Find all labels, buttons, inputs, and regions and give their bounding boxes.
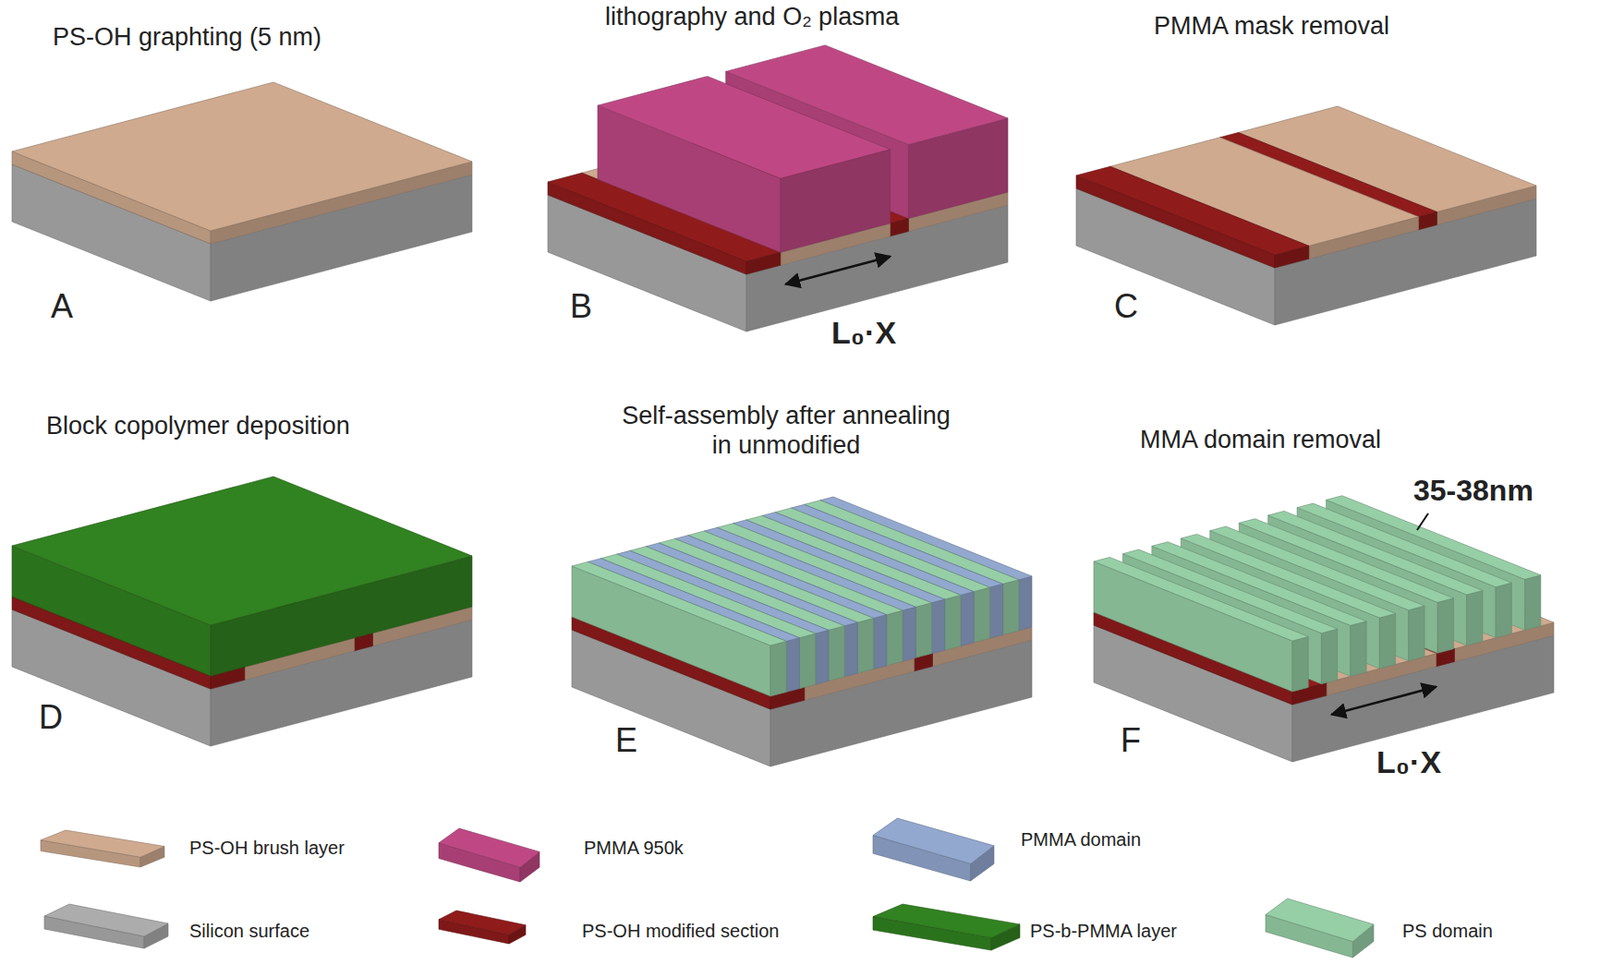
- face: [989, 583, 1003, 639]
- ps-domain: [571, 561, 787, 697]
- pmma-mask: [597, 76, 891, 254]
- legend-label: PS-b-PMMA layer: [1030, 921, 1177, 943]
- swatch-face: [44, 904, 169, 937]
- face: [12, 476, 473, 626]
- face: [1437, 598, 1454, 655]
- face: [1350, 621, 1367, 678]
- brush-layer: [12, 82, 473, 244]
- step-title: Block copolymer deposition: [46, 411, 351, 441]
- block-copolymer-layer: [12, 476, 473, 677]
- face: [799, 633, 815, 690]
- face: [1379, 613, 1395, 669]
- face: [915, 603, 932, 659]
- face: [815, 630, 829, 685]
- face: [960, 592, 974, 647]
- step-title: lithography and O₂ plasma: [605, 1, 899, 32]
- face: [1018, 576, 1032, 631]
- leader-line: [1417, 513, 1429, 531]
- swatch-face: [872, 904, 1020, 938]
- swatch-face: [872, 818, 994, 864]
- panel-letter: F: [1120, 720, 1141, 761]
- panel-d: [12, 476, 473, 747]
- face: [945, 594, 961, 651]
- face: [1003, 580, 1019, 636]
- ps-domain: [1093, 557, 1309, 692]
- legend-label: Silicon surface: [189, 921, 310, 943]
- face: [597, 76, 891, 180]
- legend-label: PMMA domain: [1020, 829, 1141, 851]
- panel-f: [1093, 496, 1554, 763]
- step-title: PMMA mask removal: [1153, 11, 1390, 41]
- face: [902, 606, 916, 662]
- legend-swatch: [438, 827, 541, 884]
- dimension-label: 35-38nm: [1413, 472, 1534, 509]
- face: [886, 610, 903, 667]
- legend-swatch: [1265, 897, 1375, 959]
- face: [786, 638, 800, 693]
- panel-letter: D: [38, 697, 63, 738]
- panel-letter: E: [615, 720, 638, 761]
- swatch-face: [438, 910, 526, 935]
- panel-a: [12, 82, 473, 302]
- panel-c: [1076, 106, 1537, 326]
- panel-b: [547, 45, 1008, 332]
- dimension-label: L₀·X: [1376, 743, 1442, 782]
- step-title: MMA domain removal: [1139, 424, 1382, 455]
- legend-label: PS-OH brush layer: [189, 837, 345, 860]
- panel-letter: B: [569, 286, 593, 327]
- face: [857, 618, 873, 674]
- step-title: PS-OH graphting (5 nm): [52, 22, 322, 52]
- step-title: Self-assembly after annealing in unmodif…: [619, 400, 953, 461]
- face: [12, 82, 473, 231]
- swatch-face: [40, 830, 165, 858]
- face: [873, 615, 887, 670]
- face: [1525, 575, 1541, 631]
- panel-e: [571, 496, 1032, 767]
- dimension-label: L₀·X: [831, 314, 897, 352]
- face: [828, 626, 845, 682]
- legend-swatch: [438, 909, 527, 946]
- legend-swatch: [872, 817, 995, 883]
- face: [1292, 636, 1309, 692]
- dimension-arrow: [1331, 687, 1436, 716]
- legend-swatch: [44, 903, 170, 950]
- panel-letter: A: [50, 286, 73, 327]
- face: [1093, 557, 1309, 642]
- face: [571, 561, 787, 646]
- legend-label: PS domain: [1402, 921, 1493, 943]
- legend-label: PMMA 950k: [583, 837, 684, 860]
- face: [770, 641, 787, 697]
- legend-swatch: [872, 903, 1021, 952]
- legend-swatch: [40, 829, 166, 869]
- face: [1076, 166, 1310, 255]
- face: [844, 622, 858, 678]
- swatch-face: [438, 828, 540, 868]
- dimension-arrow: [785, 256, 890, 285]
- face: [1466, 590, 1483, 646]
- face: [1495, 582, 1512, 639]
- panel-letter: C: [1114, 286, 1139, 327]
- face: [1408, 606, 1425, 662]
- modified-section: [1076, 166, 1310, 268]
- face: [1321, 629, 1337, 685]
- swatch-face: [1265, 898, 1374, 943]
- legend-label: PS-OH modified section: [581, 921, 779, 943]
- face: [973, 587, 990, 643]
- face: [932, 599, 946, 655]
